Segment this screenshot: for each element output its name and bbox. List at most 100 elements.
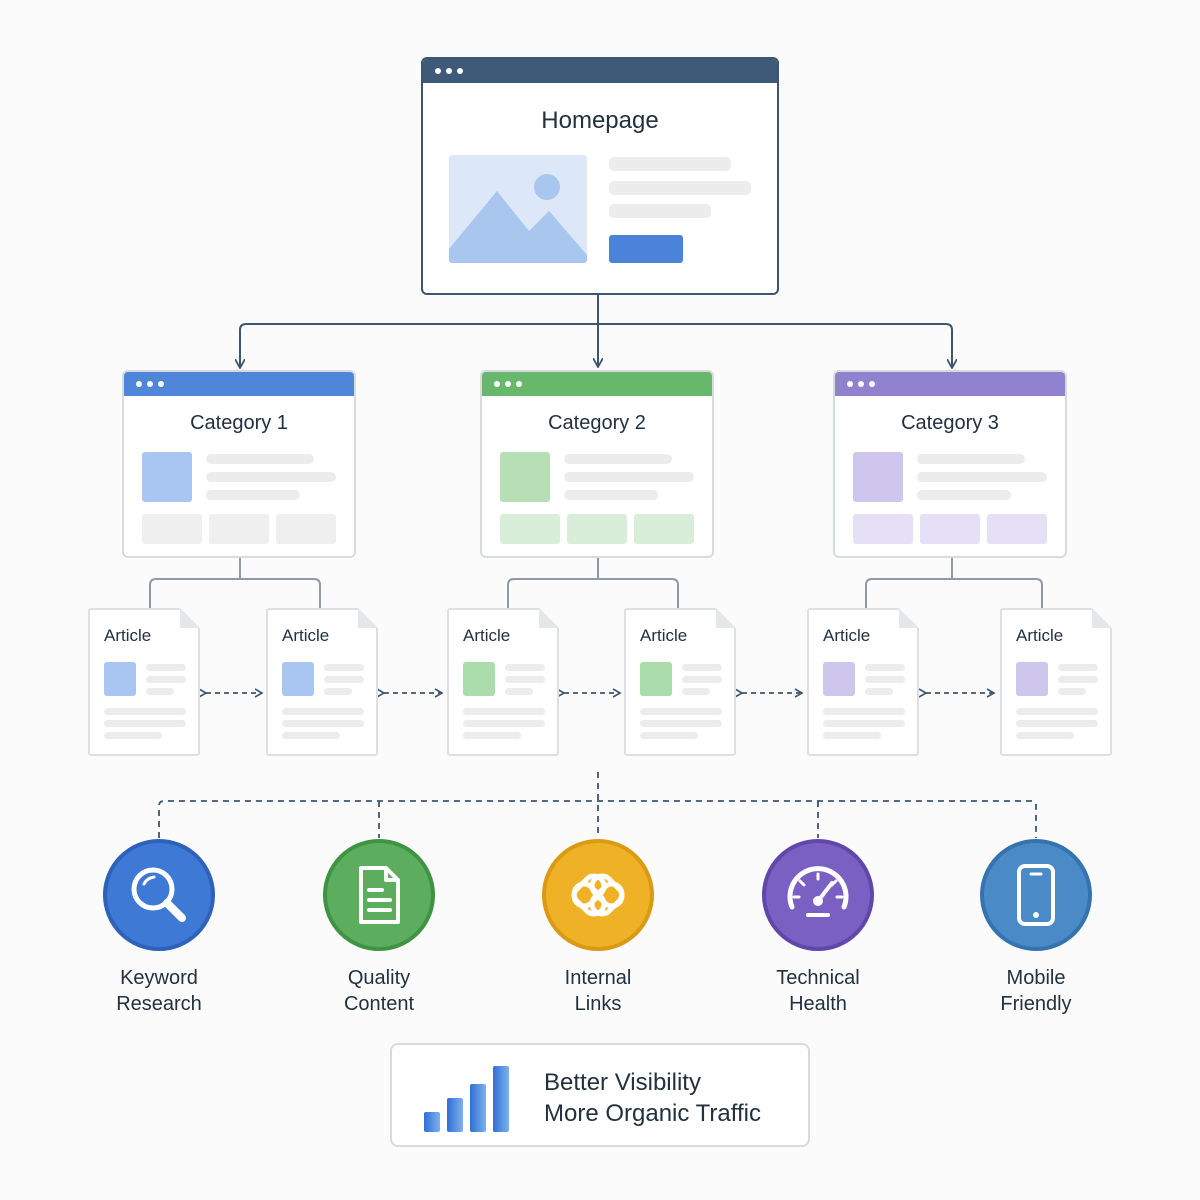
internal-links-circle	[542, 839, 654, 951]
text-line	[1016, 708, 1098, 715]
text-line	[206, 490, 300, 500]
text-line	[104, 732, 162, 739]
category-title: Category 2	[548, 412, 646, 434]
window-dot	[869, 381, 875, 387]
category-tile	[209, 514, 269, 544]
text-line	[463, 732, 521, 739]
text-line	[682, 688, 710, 695]
category-tile	[920, 514, 980, 544]
text-line	[564, 454, 672, 464]
text-line	[282, 720, 364, 727]
text-line	[146, 676, 186, 683]
text-line	[1058, 688, 1086, 695]
window-dot	[494, 381, 500, 387]
category-tile	[500, 514, 560, 544]
hero-image-icon	[449, 155, 587, 263]
text-line	[609, 181, 751, 195]
article-thumbnail	[463, 662, 495, 696]
window-dot	[158, 381, 164, 387]
text-line	[640, 720, 722, 727]
text-line	[682, 664, 722, 671]
magnifier-icon	[131, 867, 186, 922]
page-fold	[180, 608, 200, 628]
homepage-window: Homepage	[421, 57, 779, 295]
cta-button[interactable]	[609, 235, 683, 263]
category-tile	[276, 514, 336, 544]
category-thumbnail	[142, 452, 192, 502]
article-title: Article	[640, 626, 688, 645]
page-fold	[899, 608, 919, 628]
window-titlebar	[124, 372, 354, 396]
article-thumbnail	[640, 662, 672, 696]
text-line	[505, 676, 545, 683]
article-title: Article	[104, 626, 152, 645]
page-fold	[1092, 608, 1112, 628]
window-titlebar	[482, 372, 712, 396]
text-line	[324, 676, 364, 683]
text-line	[865, 676, 905, 683]
article-title: Article	[282, 626, 330, 645]
category-window-3: Category 3	[833, 370, 1067, 558]
article-title: Article	[1016, 626, 1064, 645]
article-card: Article	[88, 608, 200, 756]
factor-connectors	[158, 772, 1037, 838]
growth-bars-icon	[424, 1066, 509, 1132]
text-line	[282, 732, 340, 739]
window-dot	[147, 381, 153, 387]
window-dot	[435, 68, 441, 74]
category-thumbnail	[500, 452, 550, 502]
text-line	[324, 664, 364, 671]
category-tile	[142, 514, 202, 544]
chain-link-icon	[571, 873, 625, 917]
window-titlebar	[423, 59, 777, 83]
article-thumbnail	[282, 662, 314, 696]
page-fold	[716, 608, 736, 628]
mobile-friendly-circle	[980, 839, 1092, 951]
text-line	[564, 490, 658, 500]
article-title: Article	[823, 626, 871, 645]
result-line-2: More Organic Traffic	[544, 1100, 761, 1127]
smartphone-icon	[1017, 864, 1055, 926]
window-dot	[505, 381, 511, 387]
window-dot	[457, 68, 463, 74]
article-thumbnail	[823, 662, 855, 696]
text-line	[206, 472, 336, 482]
text-line	[463, 720, 545, 727]
homepage-title: Homepage	[541, 107, 659, 134]
document-icon	[359, 866, 400, 924]
text-line	[917, 454, 1025, 464]
category-window-1: Category 1	[122, 370, 356, 558]
category-tile	[567, 514, 627, 544]
text-line	[609, 157, 731, 171]
article-title: Article	[463, 626, 511, 645]
text-line	[282, 708, 364, 715]
text-line	[1058, 676, 1098, 683]
text-line	[865, 664, 905, 671]
text-line	[505, 688, 533, 695]
technical-health-circle	[762, 839, 874, 951]
result-box: Better Visibility More Organic Traffic	[390, 1043, 810, 1147]
text-line	[564, 472, 694, 482]
text-line	[609, 204, 711, 218]
text-line	[823, 720, 905, 727]
category-title: Category 1	[190, 412, 288, 434]
text-line	[104, 708, 186, 715]
window-dot	[847, 381, 853, 387]
speedometer-icon	[787, 866, 849, 917]
article-card: Article	[266, 608, 378, 756]
category-tile	[987, 514, 1047, 544]
category-thumbnail	[853, 452, 903, 502]
article-card: Article	[1000, 608, 1112, 756]
quality-content-circle	[323, 839, 435, 951]
text-line	[324, 688, 352, 695]
text-line	[917, 490, 1011, 500]
text-line	[463, 708, 545, 715]
text-line	[206, 454, 314, 464]
result-line-1: Better Visibility	[544, 1069, 701, 1096]
article-card: Article	[807, 608, 919, 756]
text-line	[865, 688, 893, 695]
